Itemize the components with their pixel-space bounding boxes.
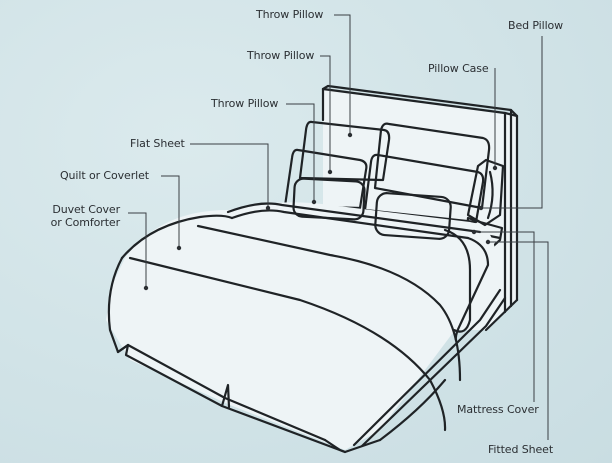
label-quilt-or-coverlet: Quilt or Coverlet — [60, 169, 149, 182]
label-bed-pillow: Bed Pillow — [508, 19, 564, 32]
label-duvet-cover-line2: or Comforter — [50, 216, 121, 229]
label-duvet-cover-line1: Duvet Cover — [52, 203, 120, 216]
label-pillow-case: Pillow Case — [428, 62, 489, 75]
bed-body — [106, 202, 507, 454]
label-duvet-cover: Duvet Cover or Comforter — [48, 203, 121, 229]
label-mattress-cover: Mattress Cover — [457, 403, 539, 416]
front-pillows — [292, 177, 452, 240]
label-fitted-sheet: Fitted Sheet — [488, 443, 554, 456]
label-throw-pillow-back: Throw Pillow — [256, 8, 324, 21]
label-flat-sheet: Flat Sheet — [130, 137, 185, 150]
middle-pillows — [283, 148, 485, 224]
leader-lines — [128, 14, 549, 440]
label-throw-pillow-middle: Throw Pillow — [247, 49, 315, 62]
bed-pillow — [466, 158, 505, 227]
label-throw-pillow-front: Throw Pillow — [211, 97, 279, 110]
